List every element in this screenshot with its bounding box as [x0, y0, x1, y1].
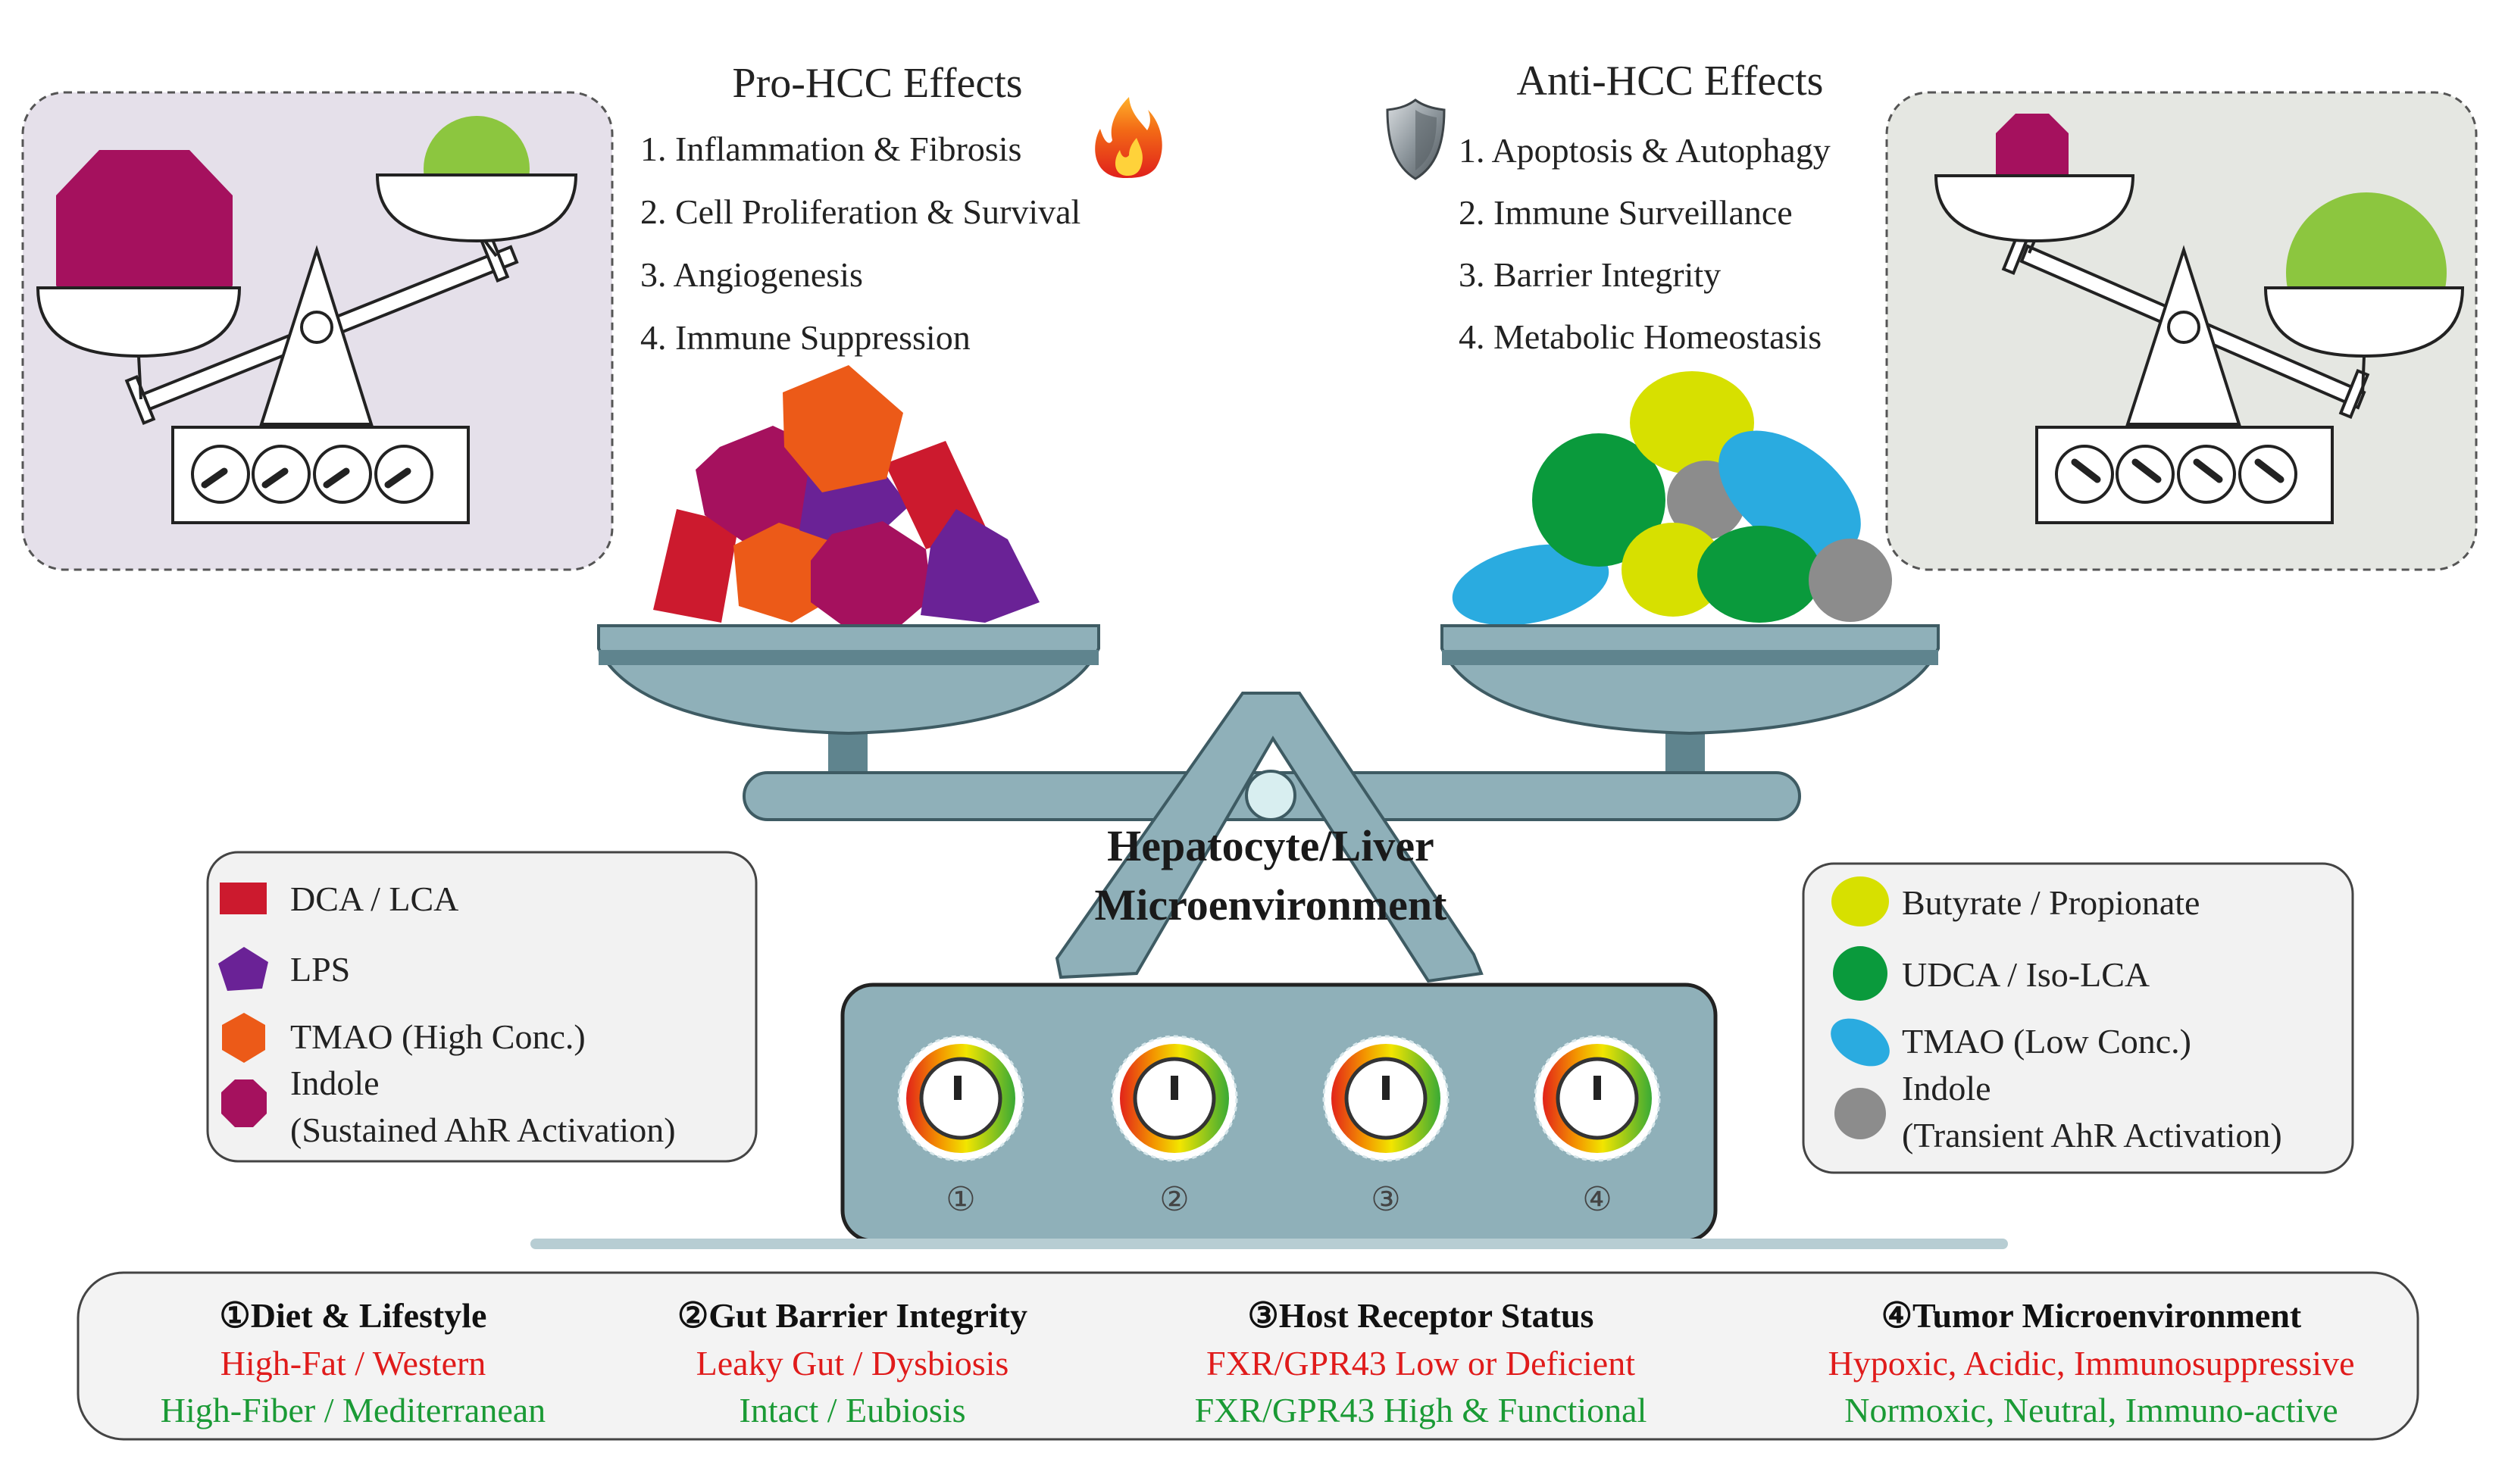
pro-effect-1: 1. Inflammation & Fibrosis [640, 130, 1021, 168]
pile-purple-2 [921, 509, 1040, 623]
factor-bad-2: Leaky Gut / Dysbiosis [696, 1344, 1009, 1382]
factor-bad-1: High-Fat / Western [220, 1344, 486, 1382]
legend-pro-label-4b: (Sustained AhR Activation) [290, 1111, 676, 1149]
anti-balance-inset [1885, 91, 2478, 571]
legend-hexagon-swatch [222, 1013, 265, 1063]
dial-3 [1322, 1035, 1450, 1162]
fire-icon [1095, 97, 1162, 178]
pro-title: Pro-HCC Effects [732, 60, 1022, 107]
pile-orange-hexagon [733, 523, 833, 623]
dial-label-4: ④ [1582, 1181, 1612, 1218]
pile-octagon-2 [811, 521, 932, 627]
pro-balance-inset [21, 91, 614, 571]
factor-bad-3: FXR/GPR43 Low or Deficient [1206, 1344, 1635, 1382]
legend-green-swatch [1833, 946, 1887, 1001]
pile-red-rect [653, 509, 739, 623]
shield-icon [1386, 98, 1446, 180]
factor-good-1: High-Fiber / Mediterranean [161, 1391, 546, 1429]
legend-anti: Butyrate / Propionate UDCA / Iso-LCA TMA… [1802, 862, 2354, 1174]
modulating-factors-box: ①Diet & Lifestyle High-Fat / Western Hig… [77, 1271, 2419, 1441]
legend-pro-label-3: TMAO (High Conc.) [290, 1017, 586, 1056]
pile-gray-right [1809, 539, 1892, 622]
legend-gray-swatch [1834, 1088, 1886, 1139]
pile-green-left [1532, 433, 1665, 567]
anti-metabolite-pile [1452, 371, 1892, 626]
factor-title-4: ④Tumor Microenvironment [1881, 1296, 2302, 1335]
inset-octagon [56, 150, 233, 331]
pro-effects-list: 1. Inflammation & Fibrosis 2. Cell Proli… [640, 130, 1080, 357]
pro-metabolite-pile [653, 365, 1040, 627]
scale-pivot [1245, 770, 1296, 821]
pile-orange-top [783, 365, 903, 492]
center-label-line2: Microenvironment [1095, 880, 1448, 929]
legend-pentagon-swatch [218, 947, 268, 991]
right-pan [1440, 624, 1940, 736]
pro-effect-2: 2. Cell Proliferation & Survival [640, 192, 1080, 231]
scale-stand [1055, 692, 1484, 983]
factor-good-3: FXR/GPR43 High & Functional [1195, 1391, 1647, 1429]
anti-effect-1: 1. Apoptosis & Autophagy [1459, 131, 1831, 170]
legend-anti-label-1: Butyrate / Propionate [1902, 883, 2200, 922]
dial-label-3: ③ [1371, 1181, 1400, 1218]
legend-pro-label-2: LPS [290, 950, 350, 989]
pile-blue-left [1452, 544, 1609, 626]
legend-octagon-swatch [221, 1079, 267, 1127]
anti-title: Anti-HCC Effects [1517, 58, 1824, 105]
legend-anti-label-4b: (Transient AhR Activation) [1902, 1116, 2282, 1154]
legend-anti-label-3: TMAO (Low Conc.) [1902, 1022, 2191, 1061]
legend-pro-label-1: DCA / LCA [290, 879, 458, 918]
pro-effect-4: 4. Immune Suppression [640, 318, 971, 357]
anti-effect-4: 4. Metabolic Homeostasis [1459, 317, 1822, 356]
legend-blue-swatch [1831, 1018, 1890, 1067]
legend-yellow-swatch [1831, 876, 1889, 926]
factor-title-1: ①Diet & Lifestyle [220, 1296, 487, 1335]
factor-bad-4: Hypoxic, Acidic, Immunosuppressive [1828, 1344, 2354, 1382]
main-scale [530, 624, 2008, 1249]
pile-blue-right [1718, 430, 1861, 558]
dial-label-2: ② [1159, 1181, 1189, 1218]
dial-label-1: ① [946, 1181, 975, 1218]
pile-green-mid [1697, 526, 1822, 623]
pro-effect-3: 3. Angiogenesis [640, 255, 863, 294]
center-label-line1: Hepatocyte/Liver [1107, 821, 1434, 870]
anti-effect-3: 3. Barrier Integrity [1459, 255, 1721, 294]
factor-good-2: Intact / Eubiosis [740, 1391, 966, 1429]
pile-yellow-mid [1622, 523, 1725, 617]
legend-pro: DCA / LCA LPS TMAO (High Conc.) Indole (… [206, 851, 758, 1163]
factor-good-4: Normoxic, Neutral, Immuno-active [1844, 1391, 2338, 1429]
factor-title-2: ②Gut Barrier Integrity [677, 1296, 1027, 1335]
dial-4 [1534, 1035, 1661, 1162]
dial-2 [1111, 1035, 1238, 1162]
factor-title-3: ③Host Receptor Status [1248, 1296, 1594, 1335]
left-pan [597, 624, 1100, 736]
anti-effect-2: 2. Immune Surveillance [1459, 193, 1793, 232]
dial-1 [897, 1035, 1024, 1162]
legend-rect-swatch [220, 883, 267, 914]
anti-effects-list: 1. Apoptosis & Autophagy 2. Immune Surve… [1459, 131, 1831, 356]
legend-pro-label-4: Indole [290, 1064, 380, 1102]
legend-anti-label-2: UDCA / Iso-LCA [1902, 955, 2150, 994]
floor-bar [530, 1239, 2008, 1249]
legend-anti-label-4: Indole [1902, 1069, 1991, 1108]
